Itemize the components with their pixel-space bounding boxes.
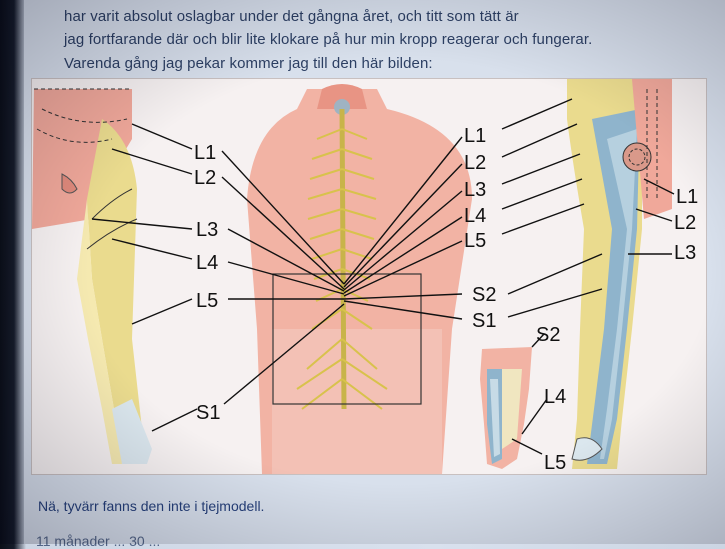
label-left-l2: L2 [194, 167, 216, 189]
label-far-right-l3: L3 [674, 242, 696, 264]
label-foot-l4: L4 [544, 386, 566, 408]
post-next-line: 11 månader ... 30 ... [36, 533, 161, 549]
far-right-labels: L1 L2 L3 [674, 186, 698, 264]
label-foot-s2: S2 [536, 324, 560, 346]
leader-lines [91, 98, 675, 455]
foot-labels: S2 L4 L5 [536, 324, 566, 474]
post-caption: Nä, tyvärr fanns den inte i tjejmodell. [38, 498, 265, 514]
label-right-s1: S1 [472, 310, 496, 332]
label-right-l3: L3 [464, 179, 486, 201]
label-right-l2: L2 [464, 152, 486, 174]
label-left-l5: L5 [196, 290, 218, 312]
torso-back [247, 84, 472, 474]
post-text-line-2: jag fortfarande där och blir lite klokar… [64, 31, 593, 48]
label-left-l1: L1 [194, 142, 216, 164]
left-labels: L1 L2 L3 L4 L5 S1 [194, 142, 220, 424]
right-labels: L1 L2 L3 L4 L5 S2 S1 [464, 125, 496, 332]
label-far-right-l1: L1 [676, 186, 698, 208]
label-left-l4: L4 [196, 252, 218, 274]
label-left-l3: L3 [196, 219, 218, 241]
label-right-l5: L5 [464, 230, 486, 252]
label-right-s2: S2 [472, 284, 496, 306]
label-left-s1: S1 [196, 402, 220, 424]
lumbar-box [272, 273, 422, 405]
dermatome-illustration: L1 L2 L3 L4 L5 S1 L1 L2 L3 L4 L5 S2 S1 L… [32, 79, 698, 474]
left-leg-front [32, 88, 152, 464]
post-text-line-1: har varit absolut oslagbar under det gån… [64, 8, 519, 25]
post-text-line-3: Varenda gång jag pekar kommer jag till d… [64, 55, 433, 72]
dermatome-diagram: L1 L2 L3 L4 L5 S1 L1 L2 L3 L4 L5 S2 S1 L… [32, 79, 706, 474]
label-right-l1: L1 [464, 125, 486, 147]
right-leg-back [567, 79, 672, 469]
label-far-right-l2: L2 [674, 212, 696, 234]
foot-inset [480, 347, 532, 469]
label-right-l4: L4 [464, 205, 486, 227]
label-foot-l5: L5 [544, 452, 566, 474]
